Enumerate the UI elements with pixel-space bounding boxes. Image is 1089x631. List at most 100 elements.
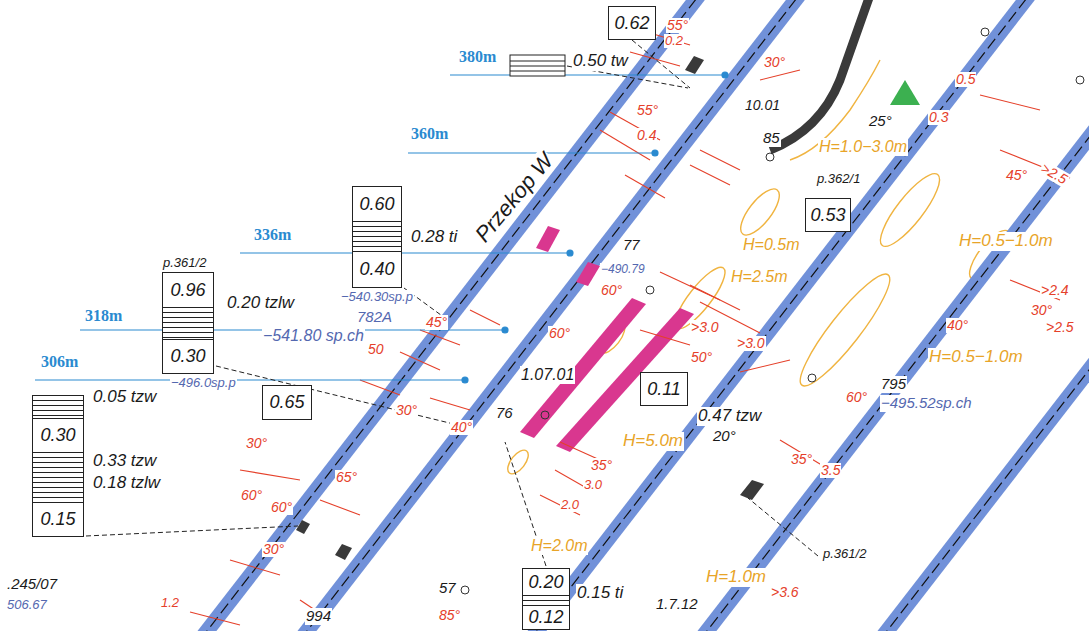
dip-angle: 55°	[666, 18, 689, 33]
hatch-layer	[33, 452, 83, 502]
dip-tick	[980, 95, 1040, 110]
seam-note: 85	[762, 130, 781, 147]
dip-angle: 50°	[690, 350, 713, 365]
seam-note: .245/07	[6, 576, 58, 593]
worked-panel	[536, 226, 560, 252]
distance-marker: 306m	[40, 353, 79, 371]
distance-line	[408, 152, 655, 153]
dip-tick	[690, 285, 740, 310]
thickness-cell: 0.53	[806, 199, 850, 231]
dark-zone	[296, 56, 764, 560]
dip-tick	[625, 175, 665, 198]
dip-tick	[630, 52, 680, 66]
dip-tick	[420, 330, 460, 345]
dip-angle: 30°	[262, 542, 285, 557]
marker-triangle	[890, 80, 920, 105]
seam-profile-box: 0.65	[262, 385, 312, 420]
profile-hatch	[510, 66, 565, 67]
distance-line	[35, 72, 728, 383]
dark-zone	[296, 520, 310, 534]
thickness-cell: 0.12	[523, 605, 569, 629]
dip-angle: 60°	[270, 500, 293, 515]
thickness-cell: 0.20	[523, 569, 569, 595]
seam-profile-box: 0.11	[640, 372, 688, 406]
distance-line	[567, 250, 573, 256]
dip-angle: 3.0	[583, 478, 603, 492]
distance-line	[450, 74, 725, 75]
distance-marker: 318m	[84, 307, 123, 325]
seam-note: 0.33 tzw	[92, 452, 157, 471]
dip-angle: 85°	[438, 608, 461, 623]
survey-point	[461, 28, 1084, 594]
dip-angle: 40°	[946, 318, 969, 333]
leader-line	[86, 40, 818, 566]
goaf-height: H=1.0−3.0m	[818, 138, 908, 156]
dip-angle: 1.2	[160, 596, 180, 610]
dip-angle: 50	[367, 342, 385, 357]
dip-angle: >2.4	[1040, 283, 1070, 298]
seam-profile-box: p.361/20.960.30	[162, 272, 214, 374]
thickness-cell: 0.15	[33, 502, 83, 536]
thickness-cell: 0.40	[353, 251, 401, 287]
seam-band	[700, 0, 1089, 631]
seam-band	[300, 0, 800, 631]
seam-band	[200, 0, 1089, 631]
elevation-label: −490.79	[600, 263, 646, 276]
seam-note: 1.07.01	[520, 366, 575, 384]
seam-note: 25°	[868, 113, 893, 130]
elevation-label: −495.52sp.ch	[880, 395, 973, 412]
survey-point	[461, 586, 469, 594]
seam-note: 994	[305, 608, 332, 625]
seam-profile-box: 0.60 0.40	[352, 186, 402, 288]
dark-zone	[335, 544, 352, 560]
seam-band	[200, 0, 700, 631]
seam-note: 0.05 tzw	[92, 388, 157, 407]
seam-note: 795	[880, 376, 907, 393]
elevation-label: −540.30sp.p	[340, 290, 414, 304]
worked-panel	[556, 308, 694, 452]
thickness-cell: 0.96	[163, 273, 213, 307]
dip-tick	[470, 310, 500, 325]
distance-line	[652, 150, 658, 156]
dip-tick	[690, 165, 730, 185]
dip-tick	[740, 360, 790, 372]
goaf-height: H=1.0m	[705, 568, 767, 587]
leader-line	[748, 498, 818, 556]
dip-angle: >3.6	[770, 585, 800, 600]
seam-note: 77	[622, 237, 641, 254]
seam-note: 0.28 ti	[410, 228, 458, 247]
hatch-layer	[163, 307, 213, 339]
seam-axis	[300, 0, 800, 631]
seam-profile-box: 0.53	[805, 198, 851, 232]
worked-panel	[520, 226, 694, 452]
dip-angle: 0.2	[664, 34, 684, 48]
dip-angle: 30°	[245, 436, 268, 451]
dip-tick	[760, 70, 800, 80]
profile-hatch	[510, 61, 565, 62]
dip-tick	[190, 30, 1070, 625]
dip-tick	[360, 380, 400, 395]
thickness-cell: 0.60	[353, 187, 401, 221]
goaf-height: H=0.5−1.0m	[958, 232, 1054, 251]
dip-angle: 45°	[425, 315, 448, 330]
hatch-layer	[33, 396, 83, 418]
dip-angle: 35°	[790, 452, 813, 467]
dip-tick	[230, 560, 280, 575]
elevation-label: −496.0sp.p	[170, 376, 237, 390]
seam-note: 0.18 tzlw	[92, 474, 161, 493]
seam-note: p.361/2	[822, 547, 867, 561]
dip-angle: 30°	[1030, 303, 1053, 318]
dip-angle: 60°	[600, 283, 623, 298]
dip-angle: 60°	[548, 326, 571, 341]
worked-panel	[576, 262, 600, 286]
distance-line	[240, 252, 570, 253]
thickness-value: 0.96	[170, 280, 205, 301]
dip-angle: 2.0	[560, 498, 580, 512]
roadway	[770, 0, 870, 150]
dip-angle: >3.0	[736, 336, 766, 351]
point-label: p.361/2	[163, 255, 206, 270]
seam-note: 10.01	[744, 98, 781, 113]
dip-tick	[400, 352, 440, 370]
goaf-height: H=0.5m	[742, 236, 800, 254]
seam-axis	[700, 0, 1089, 631]
